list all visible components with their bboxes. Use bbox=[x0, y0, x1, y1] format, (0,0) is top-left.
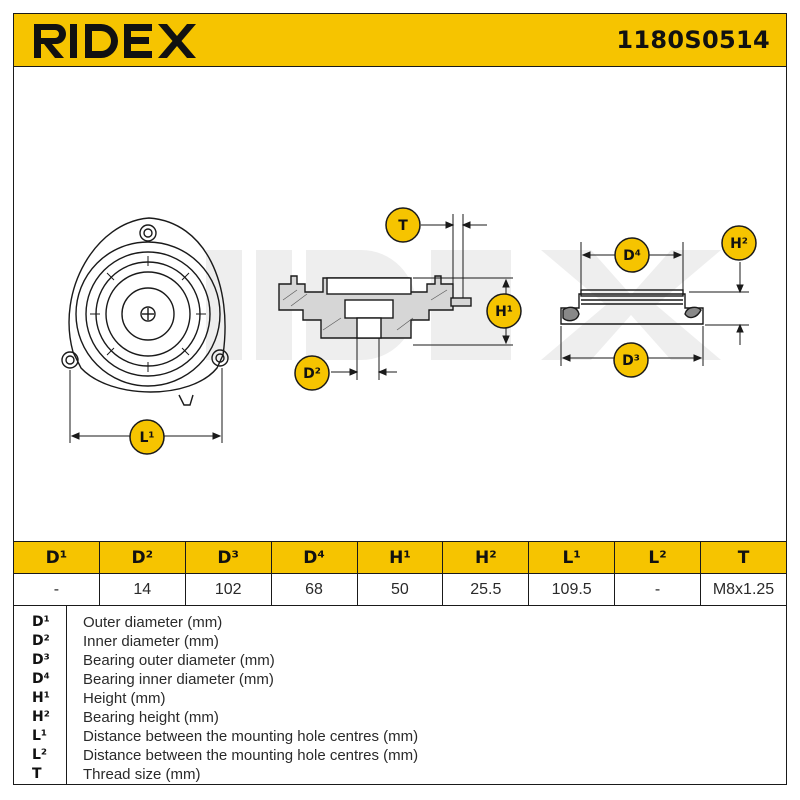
legend-item: L¹ Distance between the mounting hole ce… bbox=[14, 728, 788, 747]
strut-mount-top-view bbox=[61, 217, 229, 406]
legend: D¹ Outer diameter (mm) D² Inner diameter… bbox=[13, 605, 787, 785]
spec-value-row: - 14 102 68 50 25.5 109.5 - M8x1.25 bbox=[13, 573, 787, 606]
spec-header: L¹ bbox=[528, 541, 616, 574]
legend-item: T Thread size (mm) bbox=[14, 766, 788, 785]
legend-item: H¹ Height (mm) bbox=[14, 690, 788, 709]
callout-t: T bbox=[385, 207, 421, 243]
strut-mount-cross-section bbox=[278, 275, 472, 339]
callout-t-label: T bbox=[398, 218, 408, 234]
callout-l1-label: L¹ bbox=[139, 430, 154, 446]
spec-table: D¹ D² D³ D⁴ H¹ H² L¹ L² T - 14 102 68 50… bbox=[13, 541, 787, 606]
spec-header: H¹ bbox=[356, 541, 444, 574]
spec-value: 50 bbox=[356, 573, 444, 606]
spec-value: 68 bbox=[270, 573, 358, 606]
dimension-h2 bbox=[689, 262, 749, 345]
legend-desc: Bearing height (mm) bbox=[83, 709, 219, 726]
legend-item: L² Distance between the mounting hole ce… bbox=[14, 747, 788, 766]
spec-header: H² bbox=[442, 541, 530, 574]
drawing-canvas: T H¹ D² L¹ D⁴ H² bbox=[61, 207, 757, 455]
callout-h1-label: H¹ bbox=[495, 304, 513, 320]
legend-key: L¹ bbox=[32, 728, 48, 744]
spec-header: T bbox=[700, 541, 787, 574]
ridex-logo bbox=[34, 24, 196, 58]
legend-desc: Bearing inner diameter (mm) bbox=[83, 671, 274, 688]
callout-d2: D² bbox=[294, 355, 330, 391]
spec-value: - bbox=[614, 573, 701, 606]
dimension-t bbox=[421, 214, 487, 298]
legend-desc: Distance between the mounting hole centr… bbox=[83, 747, 419, 764]
legend-item: D³ Bearing outer diameter (mm) bbox=[14, 652, 788, 671]
callout-h1: H¹ bbox=[486, 293, 522, 329]
spec-value: - bbox=[13, 573, 100, 606]
legend-item: D⁴ Bearing inner diameter (mm) bbox=[14, 671, 788, 690]
spec-value: M8x1.25 bbox=[700, 573, 787, 606]
legend-key: H¹ bbox=[32, 690, 50, 706]
spec-value: 109.5 bbox=[528, 573, 616, 606]
spec-header: D⁴ bbox=[270, 541, 358, 574]
spec-header: D³ bbox=[184, 541, 272, 574]
callout-d4: D⁴ bbox=[614, 237, 650, 273]
callout-d3: D³ bbox=[613, 342, 649, 378]
legend-key: H² bbox=[32, 709, 50, 725]
legend-key: D⁴ bbox=[32, 671, 50, 687]
legend-desc: Outer diameter (mm) bbox=[83, 614, 223, 631]
callout-h2: H² bbox=[721, 225, 757, 261]
spec-value: 102 bbox=[184, 573, 272, 606]
callout-d4-label: D⁴ bbox=[623, 248, 641, 264]
dimension-d2 bbox=[331, 338, 397, 380]
spec-header-row: D¹ D² D³ D⁴ H¹ H² L¹ L² T bbox=[13, 541, 787, 574]
legend-desc: Thread size (mm) bbox=[83, 766, 201, 783]
header-bar: 1180S0514 bbox=[13, 13, 787, 67]
legend-key: D² bbox=[32, 633, 50, 649]
legend-key: T bbox=[32, 766, 42, 782]
spec-header: D² bbox=[98, 541, 186, 574]
callout-d2-label: D² bbox=[303, 366, 321, 382]
legend-item: D¹ Outer diameter (mm) bbox=[14, 614, 788, 633]
legend-desc: Bearing outer diameter (mm) bbox=[83, 652, 275, 669]
part-number: 1180S0514 bbox=[616, 26, 770, 54]
legend-item: D² Inner diameter (mm) bbox=[14, 633, 788, 652]
legend-desc: Distance between the mounting hole centr… bbox=[83, 728, 419, 745]
legend-key: L² bbox=[32, 747, 48, 763]
spec-header: L² bbox=[614, 541, 701, 574]
legend-key: D³ bbox=[32, 652, 50, 668]
spec-value: 14 bbox=[98, 573, 186, 606]
legend-key: D¹ bbox=[32, 614, 50, 630]
legend-desc: Height (mm) bbox=[83, 690, 166, 707]
callout-d3-label: D³ bbox=[622, 353, 640, 369]
callout-l1: L¹ bbox=[129, 419, 165, 455]
legend-divider bbox=[66, 605, 67, 784]
technical-drawing: T H¹ D² L¹ D⁴ H² bbox=[13, 66, 787, 542]
callout-h2-label: H² bbox=[730, 236, 748, 252]
legend-desc: Inner diameter (mm) bbox=[83, 633, 219, 650]
legend-item: H² Bearing height (mm) bbox=[14, 709, 788, 728]
spec-header: D¹ bbox=[13, 541, 100, 574]
bearing-section bbox=[560, 289, 704, 325]
spec-value: 25.5 bbox=[442, 573, 530, 606]
